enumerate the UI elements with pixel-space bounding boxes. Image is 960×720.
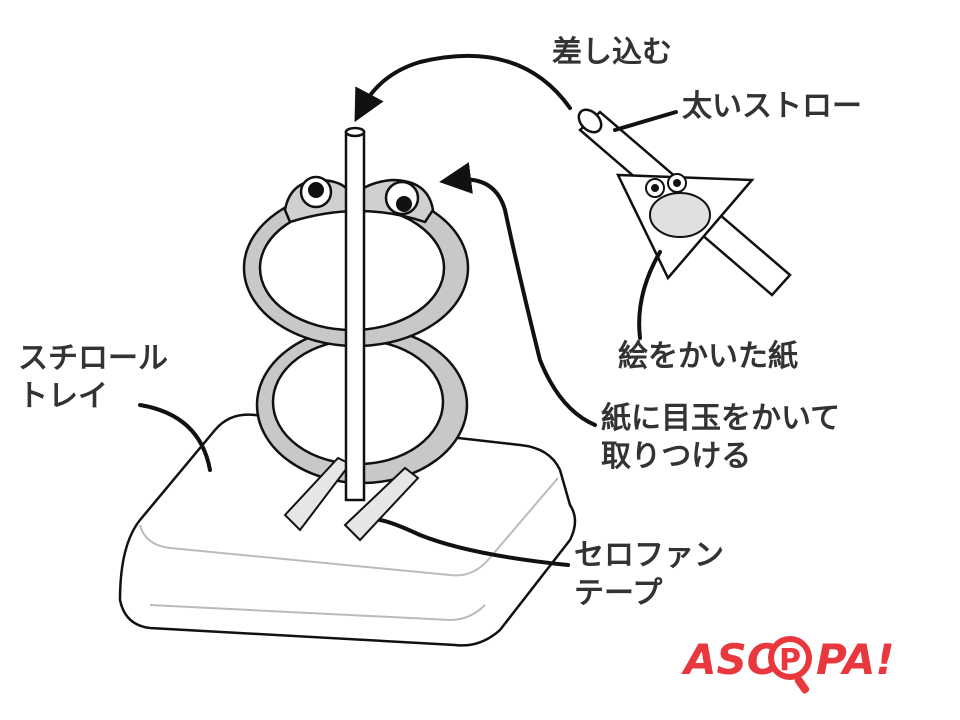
asoppa-logo: ASO P PA!	[682, 628, 932, 696]
logo-magnifier-icon: P	[768, 636, 812, 694]
logo-text-left: ASO	[684, 635, 783, 684]
drawn-leader	[637, 250, 662, 340]
thick-straw-assembly	[577, 108, 792, 297]
tape-leader	[378, 518, 570, 567]
eyes-arrow	[439, 162, 597, 427]
frog-drawing	[645, 173, 711, 238]
tray-leader	[138, 403, 212, 472]
straw-leader	[613, 110, 678, 132]
label-insert: 差し込む	[552, 35, 672, 70]
label-attach-eyes: 紙に目玉をかいて 取りつける	[601, 401, 841, 474]
right-pupil	[396, 196, 412, 212]
logo-text-middle: P	[779, 643, 801, 678]
styrofoam-tray	[118, 413, 577, 647]
left-pupil	[308, 182, 324, 198]
insert-arrow	[354, 53, 572, 123]
label-styrofoam-tray: スチロール トレイ	[18, 341, 168, 414]
tape-right	[343, 466, 420, 542]
logo-text-right: PA!	[816, 635, 895, 684]
annotation-lines	[138, 53, 678, 567]
tray-body	[118, 413, 577, 647]
vertical-straw	[344, 126, 366, 502]
tray-rim-shade	[149, 604, 486, 621]
label-thick-straw: 太いストロー	[682, 89, 862, 124]
label-drawn-paper: 絵をかいた紙	[618, 339, 798, 374]
label-cellophane-tape: セロファン テープ	[574, 538, 724, 611]
tray-top-edge	[139, 477, 559, 577]
